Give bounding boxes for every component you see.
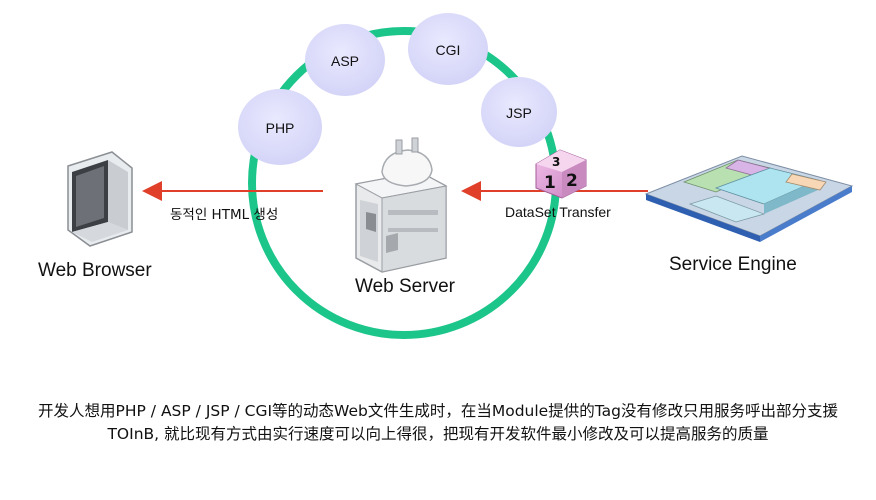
node-label-web-browser: Web Browser (38, 260, 152, 281)
php-bubble (238, 89, 322, 165)
caption-text: 开发人想用PHP / ASP / JSP / CGI等的动态Web文件生成时，在… (38, 402, 838, 443)
svg-text:3: 3 (552, 155, 560, 169)
tech-label-jsp: JSP (506, 105, 532, 121)
jsp-bubble (481, 77, 557, 147)
tech-label-php: PHP (265, 120, 295, 136)
tech-label-cgi: CGI (435, 42, 461, 58)
asp-bubble (305, 24, 385, 96)
server-icon (354, 137, 448, 273)
tech-label-asp: ASP (330, 53, 360, 69)
svg-text:2: 2 (566, 171, 578, 191)
dataset-cube-icon: 1 2 3 (535, 149, 587, 199)
node-label-service-engine: Service Engine (669, 254, 797, 275)
cgi-bubble (408, 13, 488, 85)
node-label-web-server: Web Server (355, 276, 455, 297)
monitor-icon (67, 151, 133, 247)
service-engine-icon (644, 155, 854, 242)
svg-text:1: 1 (544, 173, 556, 193)
edge-label-engine-to-server: DataSet Transfer (505, 204, 611, 220)
edge-label-server-to-browser: 동적인 HTML 생성 (170, 207, 279, 223)
